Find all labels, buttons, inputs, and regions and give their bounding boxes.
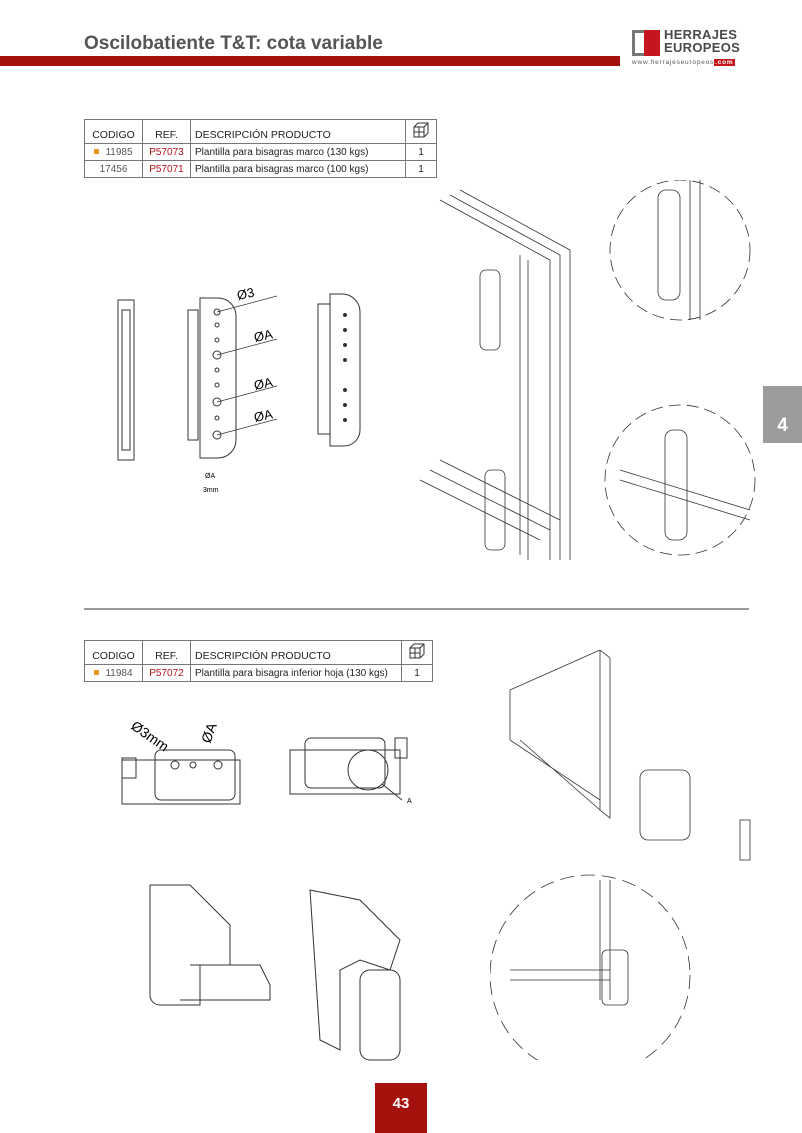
marker-icon xyxy=(94,670,100,676)
logo-url: www.herrajeseuropeos xyxy=(632,59,715,66)
header-bar xyxy=(0,56,620,66)
bottom-template-drawings: Ø3mm ØA A xyxy=(121,717,412,805)
descripcion: Plantilla para bisagras marco (100 kgs) xyxy=(190,160,406,178)
dim-label: ØA xyxy=(198,720,220,745)
section-tab: 4 xyxy=(763,386,802,443)
box-icon xyxy=(405,119,437,144)
table-row: 11984 P57072 Plantilla para bisagra infe… xyxy=(84,664,433,682)
codigo: 11985 xyxy=(105,146,133,158)
col-ref: REF. xyxy=(142,119,191,144)
legend-label: 3mm xyxy=(203,487,219,494)
col-descripcion: DESCRIPCIÓN PRODUCTO xyxy=(190,119,406,144)
qty: 1 xyxy=(405,160,437,178)
page-title: Oscilobatiente T&T: cota variable xyxy=(84,33,383,54)
descripcion: Plantilla para bisagras marco (130 kgs) xyxy=(190,143,406,161)
logo-line1: HERRAJES xyxy=(664,27,738,42)
box-icon xyxy=(401,640,433,665)
descripcion: Plantilla para bisagra inferior hoja (13… xyxy=(190,664,402,682)
logo-mark-icon xyxy=(632,30,660,56)
frame-assembly-drawing xyxy=(420,180,756,560)
codigo: 11984 xyxy=(105,667,133,679)
dim-label: Ø3mm xyxy=(128,717,172,754)
dim-label: ØA xyxy=(253,374,275,393)
col-codigo: CODIGO xyxy=(84,640,143,665)
table-row: 17456 P57071 Plantilla para bisagras mar… xyxy=(84,160,437,178)
template-drawing-frame: Ø3 ØA ØA ØA ØA 3mm xyxy=(117,285,278,494)
detail-label: A xyxy=(407,798,412,805)
template-3d-drawing xyxy=(317,293,361,447)
page-number: 43 xyxy=(375,1083,427,1133)
col-ref: REF. xyxy=(142,640,191,665)
ref: P57071 xyxy=(142,160,191,178)
qty: 1 xyxy=(401,664,433,682)
qty: 1 xyxy=(405,143,437,161)
col-codigo: CODIGO xyxy=(84,119,143,144)
bottom-3d-drawings xyxy=(149,884,401,1061)
product-table-2: CODIGO REF. DESCRIPCIÓN PRODUCTO 11984 P… xyxy=(84,640,433,682)
ref: P57072 xyxy=(142,664,191,682)
marker-icon xyxy=(94,149,100,155)
codigo: 17456 xyxy=(84,160,143,178)
ref: P57073 xyxy=(142,143,191,161)
table-row: 11985 P57073 Plantilla para bisagras mar… xyxy=(84,143,437,161)
col-descripcion: DESCRIPCIÓN PRODUCTO xyxy=(190,640,402,665)
hinge-assembly-drawing xyxy=(490,650,751,1060)
section-divider xyxy=(84,608,749,610)
product-table-1: CODIGO REF. DESCRIPCIÓN PRODUCTO 11985 P… xyxy=(84,119,437,178)
legend-label: ØA xyxy=(205,473,215,480)
dim-label: Ø3 xyxy=(236,285,256,303)
dim-label: ØA xyxy=(253,406,275,425)
logo-line2: EUROPEOS xyxy=(664,40,741,55)
dim-label: ØA xyxy=(253,326,275,345)
logo-tld: .com xyxy=(714,59,735,66)
